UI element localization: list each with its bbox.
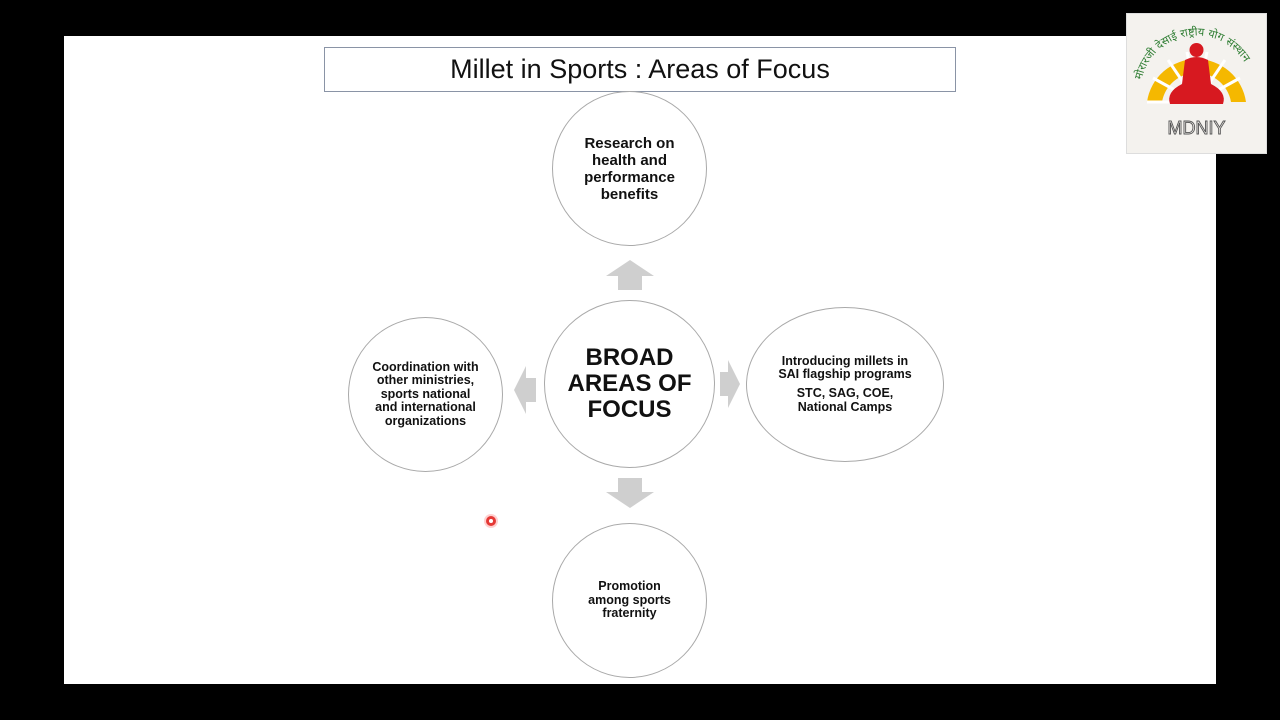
meditating-figure-icon: मोरारजी देसाई राष्ट्रीय योग संस्थान MDNI… [1132, 25, 1253, 138]
slide-title: Millet in Sports : Areas of Focus [324, 47, 956, 92]
arrow-down-icon [606, 478, 654, 508]
focus-sai-programs-label: Introducing millets in SAI flagship prog… [778, 353, 912, 382]
focus-promotion-circle: Promotion among sports fraternity [552, 523, 707, 678]
arrow-up-icon [606, 260, 654, 290]
logo-text: MDNIY [1168, 118, 1226, 138]
focus-promotion-label: Promotion among sports fraternity [588, 579, 671, 621]
focus-research-circle: Research on health and performance benef… [552, 91, 707, 246]
focus-sai-programs-list: STC, SAG, COE, National Camps [796, 386, 894, 414]
institute-logo: मोरारजी देसाई राष्ट्रीय योग संस्थान MDNI… [1126, 13, 1267, 154]
focus-coordination-circle: Coordination with other ministries, spor… [348, 317, 503, 472]
focus-sai-programs-circle: Introducing millets in SAI flagship prog… [746, 307, 944, 462]
arrow-left-icon [514, 366, 536, 414]
focus-coordination-label: Coordination with other ministries, spor… [372, 359, 479, 428]
center-circle: BROAD AREAS OF FOCUS [544, 300, 715, 468]
mouse-pointer-indicator [486, 516, 496, 526]
arrow-right-icon [720, 360, 740, 408]
focus-research-label: Research on health and performance benef… [584, 134, 675, 203]
center-label: BROAD AREAS OF FOCUS [567, 344, 692, 423]
